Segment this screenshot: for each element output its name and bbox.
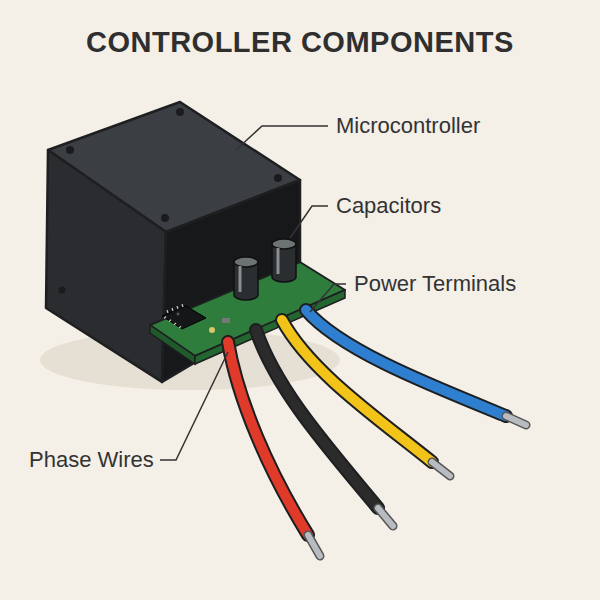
- part-label: Microcontroller: [336, 113, 480, 139]
- microcontroller-chip: [162, 304, 206, 329]
- diagram-title: CONTROLLER COMPONENTS: [86, 26, 514, 59]
- screw: [59, 287, 66, 294]
- capacitor: [272, 239, 296, 282]
- part-label: Capacitors: [336, 193, 441, 219]
- screw: [161, 214, 169, 222]
- chip-pin: [164, 317, 166, 319]
- part-label: Power Terminals: [354, 271, 516, 297]
- wires: [228, 310, 506, 535]
- screw: [176, 108, 184, 116]
- chip-pin: [174, 323, 176, 325]
- chip-pin: [172, 308, 173, 311]
- chip-pin: [167, 310, 168, 313]
- wire-tips: [308, 416, 526, 556]
- housing-side: [46, 150, 166, 382]
- chip-pin: [177, 306, 178, 309]
- screw: [274, 174, 282, 182]
- part-label: Phase Wires: [29, 447, 154, 473]
- pcb-edge: [150, 325, 195, 364]
- component: [222, 318, 230, 323]
- chip-pin: [169, 320, 171, 322]
- screw: [66, 146, 74, 154]
- chip-pin: [179, 326, 181, 328]
- capacitor: [234, 257, 258, 300]
- component: [209, 327, 215, 333]
- leader-lines: [160, 126, 346, 460]
- chip-pin: [182, 304, 183, 307]
